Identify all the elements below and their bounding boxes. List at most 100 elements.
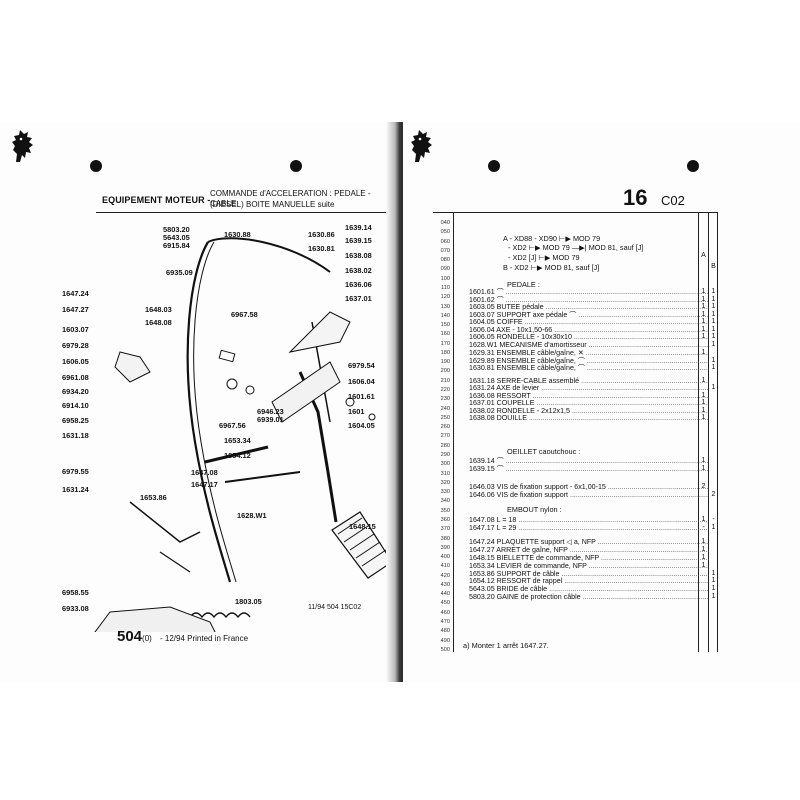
qty-a: 1	[701, 465, 706, 472]
footnote: a) Monter 1 arrêt 1647.27.	[463, 641, 549, 650]
row-number: 210	[440, 377, 450, 384]
part-ref: 5803.20	[469, 593, 497, 601]
section-heading: OEILLET caoutchouc :	[507, 447, 581, 456]
row-number: 090	[440, 266, 450, 273]
leader-dots: ........................................…	[541, 384, 709, 392]
table-row: 1604.05 COIFFE .........................…	[469, 318, 709, 326]
callout-label: 6979.54	[348, 361, 375, 370]
row-number: 110	[441, 284, 450, 291]
part-description: ⌒	[496, 288, 504, 296]
leader-dots: ........................................…	[536, 399, 709, 407]
callout-label: 1639.15	[345, 236, 372, 245]
qty-a: 1	[701, 546, 706, 553]
qty-b: 1	[711, 288, 716, 295]
row-number: 310	[440, 470, 450, 477]
part-ref: 1601.61	[469, 288, 497, 296]
row-number: 220	[440, 387, 450, 394]
table-rule	[453, 212, 454, 652]
leader-dots: ........................................…	[588, 341, 709, 349]
part-description: ⌒	[496, 457, 504, 465]
callout-label: 1630.88	[224, 230, 251, 239]
qty-b: 1	[711, 333, 716, 340]
binder-hole	[488, 160, 500, 172]
leader-dots: ........................................…	[554, 326, 709, 334]
row-number: 120	[440, 294, 450, 301]
section-title: EQUIPEMENT MOTEUR -	[102, 195, 211, 205]
part-ref: 1606.05	[469, 333, 497, 341]
row-number: 280	[440, 442, 450, 449]
leader-dots: ........................................…	[545, 303, 709, 311]
table-row: 1646.06 VIS de fixation support ........…	[469, 491, 709, 499]
table-row: 1647.24 PLAQUETTE support ◁ a, NFP .....…	[469, 538, 709, 546]
callout-label: 1648.03	[145, 305, 172, 314]
row-number: 230	[440, 396, 450, 403]
part-description: L = 29	[496, 524, 517, 532]
row-number: 260	[440, 424, 450, 431]
qty-a: 1	[701, 399, 706, 406]
qty-a: 1	[701, 414, 706, 421]
leader-dots: ........................................…	[600, 554, 709, 562]
leader-dots: ........................................…	[505, 296, 709, 304]
header-rule	[433, 212, 717, 213]
part-description: L = 18	[496, 516, 517, 524]
part-ref: 1604.05	[469, 318, 497, 326]
column-header-b: B	[711, 263, 716, 270]
leader-dots: ........................................…	[569, 491, 709, 499]
row-number: 290	[440, 452, 450, 458]
part-description: GAINE de protection câble	[496, 593, 581, 601]
qty-b: 1	[711, 311, 716, 318]
table-row: 1603.05 BUTEE pédale ...................…	[469, 303, 709, 311]
callout-label: 1601	[348, 407, 365, 416]
part-ref: 1606.04	[469, 326, 497, 334]
callout-label: 6935.09	[166, 268, 193, 277]
leader-dots: ........................................…	[597, 538, 709, 546]
part-ref: 1603.05	[469, 303, 497, 311]
callout-label: 1601.61	[348, 392, 375, 401]
section-heading: EMBOUT nylon :	[507, 505, 562, 514]
model-line: - XD2 ⊢▶ MOD 79 ―▶| MOD 81, sauf [J]	[508, 243, 644, 252]
row-number: 130	[440, 303, 450, 310]
table-row: 1647.27 ARRET de gaîne, NFP ............…	[469, 546, 709, 554]
qty-b: 1	[711, 384, 716, 391]
row-number: 460	[440, 609, 450, 616]
row-number: 420	[440, 572, 450, 579]
callout-label: 1654.12	[224, 451, 251, 460]
qty-a: 1	[701, 333, 706, 340]
qty-a: 1	[701, 554, 706, 561]
part-ref: 1654.12	[469, 577, 497, 585]
leader-dots: ........................................…	[518, 516, 709, 524]
qty-b: 1	[711, 577, 716, 584]
qty-b: 1	[711, 296, 716, 303]
row-number: 470	[440, 619, 450, 626]
part-description: VIS de fixation support	[496, 491, 568, 499]
footer-page: 504	[117, 628, 143, 645]
table-row: 1636.08 RESSORT ........................…	[469, 392, 709, 400]
row-number: 150	[440, 322, 450, 329]
footer-page-sub: (0)	[142, 634, 152, 643]
part-ref: 1638.08	[469, 414, 497, 422]
leader-dots: ........................................…	[528, 414, 709, 422]
diagram-reference: 11/94 504 15C02	[308, 604, 362, 611]
part-description: COIFFE	[496, 318, 523, 326]
callout-label: 1630.81	[308, 244, 335, 253]
leader-dots: ........................................…	[524, 318, 709, 326]
row-number: 190	[440, 359, 450, 366]
callout-label: 6914.10	[62, 401, 89, 410]
part-ref: 1639.14	[469, 457, 497, 465]
column-header-a: A	[701, 252, 706, 259]
table-row: 1606.04 AXE - 10x1,50-66 ...............…	[469, 326, 709, 334]
table-row: 1630.81 ENSEMBLE câble/gaîne, ⌒ ........…	[469, 364, 709, 372]
callout-label: 1630.86	[308, 230, 335, 239]
part-ref: 1648.15	[469, 554, 497, 562]
part-description: SUPPORT axe pédale ⌒	[496, 311, 577, 319]
part-ref: 1646.03	[469, 483, 497, 491]
row-number: 390	[440, 544, 450, 551]
callout-label: 5803.20	[163, 225, 190, 234]
part-ref: 1647.27	[469, 546, 497, 554]
leader-dots: ........................................…	[586, 364, 709, 372]
catalogue-spread: EQUIPEMENT MOTEUR - COMMANDE d'ACCELERAT…	[0, 122, 800, 682]
peugeot-lion-logo	[12, 130, 33, 162]
part-ref: 1603.07	[469, 311, 497, 319]
qty-a: 1	[701, 303, 706, 310]
part-description: COUPELLE	[496, 399, 535, 407]
